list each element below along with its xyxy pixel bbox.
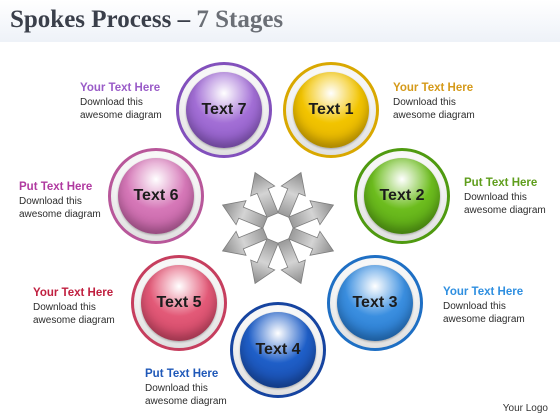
stage-disc-4: Text 4 <box>240 312 316 388</box>
header-band <box>0 0 560 42</box>
note-line1-4: Download this <box>145 383 208 394</box>
spoke-arrow <box>221 227 268 256</box>
spoke-arrow <box>288 200 335 229</box>
spoke-arrow <box>288 227 335 256</box>
note-heading-5: Your Text Here <box>33 287 114 299</box>
note-line2-4: awesome diagram <box>145 396 227 407</box>
stage-label-5: Text 5 <box>156 294 202 311</box>
note-heading-2: Put Text Here <box>464 177 538 189</box>
note-line2-5: awesome diagram <box>33 315 115 326</box>
page-title: Spokes Process – 7 Stages <box>10 6 283 34</box>
note-line1-3: Download this <box>443 301 506 312</box>
note-heading-7: Your Text Here <box>80 82 161 94</box>
spoke-arrow <box>221 200 268 229</box>
stage-label-7: Text 7 <box>201 101 247 118</box>
stage-circle-7[interactable]: Text 7 <box>176 62 272 158</box>
stage-circle-5[interactable]: Text 5 <box>131 255 227 351</box>
note-heading-3: Your Text Here <box>443 286 524 298</box>
title-sub: 7 Stages <box>196 6 284 33</box>
note-heading-4: Put Text Here <box>145 368 219 380</box>
stage-disc-6: Text 6 <box>118 158 194 234</box>
stage-label-6: Text 6 <box>133 187 179 204</box>
note-heading-6: Put Text Here <box>19 181 93 193</box>
stage-label-1: Text 1 <box>308 101 354 118</box>
logo-text: Your Logo <box>502 403 548 414</box>
note-line1-1: Download this <box>393 97 456 108</box>
stage-disc-1: Text 1 <box>293 72 369 148</box>
note-line2-7: awesome diagram <box>80 110 162 121</box>
note-2: Put Text Here Download this awesome diag… <box>464 177 560 217</box>
note-line2-6: awesome diagram <box>19 209 101 220</box>
note-6: Put Text Here Download this awesome diag… <box>19 181 149 221</box>
title-main: Spokes Process – <box>10 6 197 33</box>
stage-label-3: Text 3 <box>352 294 398 311</box>
stage-disc-5: Text 5 <box>141 265 217 341</box>
spoke-arrow <box>250 238 279 285</box>
stage-disc-3: Text 3 <box>337 265 413 341</box>
stage-circle-3[interactable]: Text 3 <box>327 255 423 351</box>
note-5: Your Text Here Download this awesome dia… <box>33 287 163 327</box>
note-1: Your Text Here Download this awesome dia… <box>393 82 523 122</box>
note-3: Your Text Here Download this awesome dia… <box>443 286 560 326</box>
spoke-arrow <box>277 171 306 218</box>
note-line2-3: awesome diagram <box>443 314 525 325</box>
stage-disc-2: Text 2 <box>364 158 440 234</box>
note-7: Your Text Here Download this awesome dia… <box>80 82 210 122</box>
note-line1-5: Download this <box>33 302 96 313</box>
stage-circle-1[interactable]: Text 1 <box>283 62 379 158</box>
note-4: Put Text Here Download this awesome diag… <box>145 368 275 408</box>
note-line2-1: awesome diagram <box>393 110 475 121</box>
note-line1-2: Download this <box>464 192 527 203</box>
spokes-hub <box>269 219 287 237</box>
note-heading-1: Your Text Here <box>393 82 474 94</box>
stage-label-4: Text 4 <box>255 341 301 358</box>
note-line1-6: Download this <box>19 196 82 207</box>
stage-disc-7: Text 7 <box>186 72 262 148</box>
note-line2-2: awesome diagram <box>464 205 546 216</box>
stage-label-2: Text 2 <box>379 187 425 204</box>
stage-circle-2[interactable]: Text 2 <box>354 148 450 244</box>
note-line1-7: Download this <box>80 97 143 108</box>
spoke-arrow <box>250 171 279 218</box>
stage-circle-4[interactable]: Text 4 <box>230 302 326 398</box>
stage-circle-6[interactable]: Text 6 <box>108 148 204 244</box>
spoke-arrow <box>277 238 306 285</box>
